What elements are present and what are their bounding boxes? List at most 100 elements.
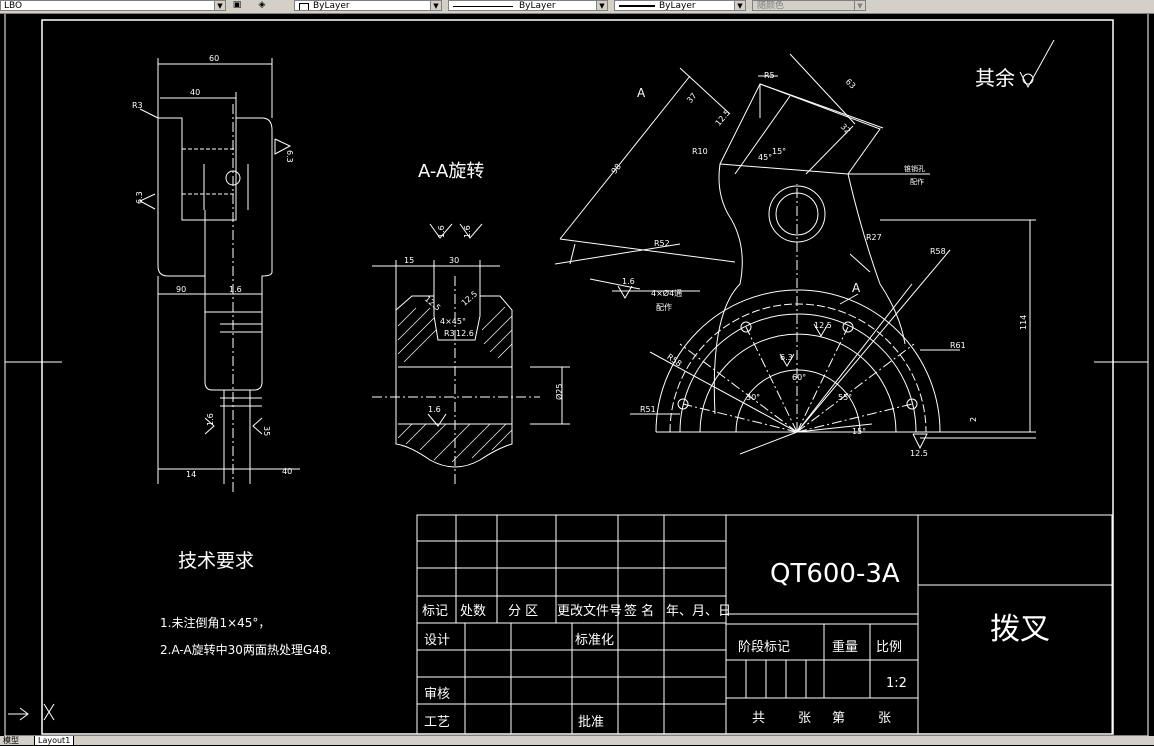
layer-combo[interactable]: LBO ▼: [0, 0, 226, 11]
dim-label: 2: [969, 417, 978, 422]
dim-label: 55°: [838, 393, 852, 402]
linetype-combo[interactable]: ByLayer ▼: [448, 0, 608, 11]
roughness-symbol-icon: [1019, 39, 1055, 89]
tab-model[interactable]: 模型: [3, 736, 19, 745]
dim-label: 1.6: [428, 405, 441, 414]
chevron-down-icon[interactable]: ▼: [214, 1, 225, 10]
dim-label: 1.6: [206, 413, 215, 426]
lineweight-preview-icon: [619, 5, 655, 7]
dim-label: 配作: [656, 302, 672, 312]
lineweight-combo[interactable]: ByLayer ▼: [614, 0, 746, 11]
rev-header: 更改文件号: [557, 604, 622, 619]
roughness-note: 其余: [975, 66, 1015, 90]
dim-label: 6.3: [135, 191, 144, 204]
section-title: A-A旋转: [418, 161, 484, 182]
dim-label: 4×Ø4通: [651, 288, 682, 298]
dim-label: 锥销孔: [904, 164, 925, 173]
rev-header: 标记: [422, 604, 448, 619]
dim-label: 15: [404, 256, 414, 265]
row-design: 设计: [424, 633, 450, 648]
dim-label: 12.5: [910, 449, 928, 458]
roughness-circle-icon: [1022, 73, 1034, 85]
dim-label: 1.6: [437, 225, 446, 238]
sheet-no: 第: [832, 711, 845, 726]
dim-label: 12.5: [814, 321, 832, 330]
dim-label: R5: [764, 71, 775, 80]
rev-header: 年、月、日: [666, 604, 731, 619]
material-label: QT600-3A: [770, 559, 900, 589]
dim-label: 14: [186, 470, 196, 479]
dim-label: 4×45°: [440, 317, 466, 326]
linetype-preview-icon: [453, 6, 513, 7]
lineweight-value: ByLayer: [659, 1, 696, 11]
layer-value: LBO: [4, 1, 23, 11]
dim-label: 63: [844, 77, 858, 91]
chevron-down-icon[interactable]: ▼: [596, 1, 607, 10]
dim-label: R10: [692, 147, 708, 156]
tech-title: 技术要求: [178, 550, 254, 572]
chevron-down-icon[interactable]: ▼: [430, 1, 441, 10]
linetype-value: ByLayer: [519, 1, 556, 11]
sheet-zhang2: 张: [878, 711, 891, 726]
dim-label: R52: [654, 239, 670, 248]
dim-label: 60°: [792, 373, 806, 382]
color-combo[interactable]: ByLayer ▼: [294, 0, 442, 11]
tech-item-2: 2.A-A旋转中30两面热处理G48.: [160, 642, 331, 657]
scale-value: 1:2: [886, 676, 907, 691]
plotstyle-value: 随颜色: [757, 1, 785, 11]
sheet-total: 共: [752, 711, 765, 726]
chevron-down-icon[interactable]: ▼: [734, 1, 745, 10]
view-label: A: [637, 86, 646, 100]
row-process: 工艺: [424, 715, 450, 730]
row-approve: 批准: [578, 715, 604, 730]
rev-header: 签 名: [624, 603, 654, 619]
main-view: [554, 53, 1036, 455]
dim-label: 37: [685, 91, 698, 105]
dim-label: 6.3: [285, 150, 294, 163]
dim-label: 40: [282, 467, 292, 476]
dim-label: R3: [444, 329, 455, 338]
part-name: 拨叉: [990, 612, 1050, 647]
dim-label: 1.6: [229, 285, 242, 294]
rev-header: 分 区: [508, 604, 538, 619]
dim-label: 30°: [746, 393, 760, 402]
dim-label: R61: [950, 341, 966, 350]
dim-label: R51: [640, 405, 656, 414]
dim-label: 114: [1019, 315, 1028, 330]
drawing-canvas[interactable]: 其余 A-A旋转 技术要求 1.未注倒角1×45°， 2.A-A旋转中30两面热…: [0, 14, 1154, 736]
dim-label: R3: [132, 101, 143, 110]
drawing-svg: 其余 A-A旋转 技术要求 1.未注倒角1×45°， 2.A-A旋转中30两面热…: [4, 14, 1149, 736]
color-value: ByLayer: [313, 1, 350, 11]
layout-tabs: 模型 Layout1: [0, 736, 1154, 746]
dim-label: 12.5: [423, 294, 442, 312]
rev-header: 处数: [460, 604, 486, 619]
layer-manager-icon[interactable]: ▣: [232, 0, 242, 10]
color-swatch-icon: [299, 3, 309, 10]
row-standard: 标准化: [575, 633, 614, 648]
stage-header: 重量: [832, 639, 858, 655]
plotstyle-combo[interactable]: 随颜色 ▼: [752, 0, 866, 11]
layer-states-icon[interactable]: ◈: [258, 0, 266, 10]
dim-label: R58: [930, 247, 946, 256]
sheet-zhang: 张: [798, 711, 811, 726]
ucs-icon: [8, 703, 55, 721]
left-view: [138, 58, 300, 494]
dim-label: 35: [262, 426, 271, 436]
dim-label: 15°: [852, 427, 866, 436]
chevron-down-icon[interactable]: ▼: [854, 1, 865, 10]
dim-label: 60: [209, 54, 219, 63]
stage-header: 阶段标记: [738, 640, 790, 655]
dim-label: 1.6: [622, 277, 635, 286]
dim-label: 12.5: [714, 108, 732, 127]
dim-label: 30: [449, 256, 459, 265]
dim-label: Ø25: [554, 384, 564, 400]
dim-label: 1.6: [463, 225, 472, 238]
dim-label: 12.5: [460, 289, 479, 307]
stage-header: 比例: [876, 640, 902, 655]
dim-label: 12.6: [456, 329, 474, 338]
view-label: A: [852, 281, 861, 295]
properties-toolbar: LBO ▼ ▣ ◈ ByLayer ▼ ByLayer ▼ ByLayer ▼ …: [0, 0, 1154, 14]
dim-label: 32: [839, 122, 853, 136]
outer-border: [4, 14, 1149, 736]
dim-label: 6.3: [780, 353, 793, 362]
